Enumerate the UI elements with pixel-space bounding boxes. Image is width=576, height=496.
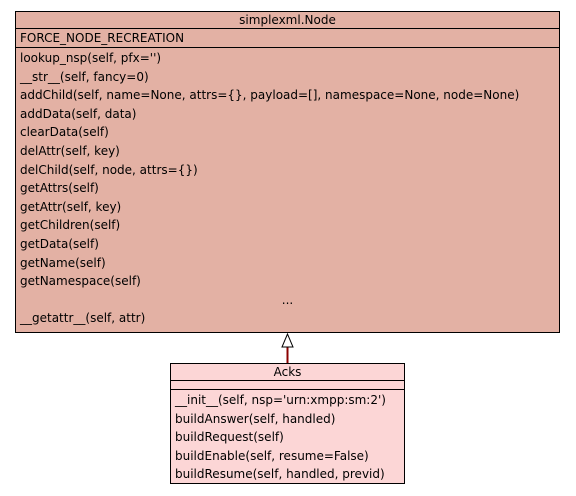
methods-section: __init__(self, nsp='urn:xmpp:sm:2') buil… bbox=[171, 390, 404, 484]
method-row: lookup_nsp(self, pfx='') bbox=[20, 51, 162, 65]
method-row: addChild(self, name=None, attrs={}, payl… bbox=[20, 88, 520, 103]
methods-section: lookup_nsp(self, pfx='') __str__(self, f… bbox=[16, 48, 559, 328]
method-row: delChild(self, node, attrs={}) bbox=[20, 162, 198, 177]
attribute-row: FORCE_NODE_RECREATION bbox=[20, 31, 185, 45]
class-node-simplexml-node: simplexml.Node FORCE_NODE_RECREATION loo… bbox=[15, 11, 560, 333]
method-ellipsis: ... bbox=[281, 292, 294, 307]
class-title: Acks bbox=[171, 364, 404, 381]
class-node-acks: Acks __init__(self, nsp='urn:xmpp:sm:2')… bbox=[170, 363, 405, 484]
method-row: getData(self) bbox=[20, 236, 99, 251]
method-row: getName(self) bbox=[20, 255, 106, 270]
method-row: getAttrs(self) bbox=[20, 181, 99, 196]
method-row: addData(self, data) bbox=[20, 106, 137, 121]
method-row: buildResume(self, handled, previd) bbox=[175, 467, 385, 482]
method-row: clearData(self) bbox=[20, 125, 109, 140]
method-row: getAttr(self, key) bbox=[20, 199, 122, 214]
method-row: getChildren(self) bbox=[20, 218, 121, 233]
method-row: getNamespace(self) bbox=[20, 274, 141, 289]
inheritance-arrowhead-icon bbox=[281, 332, 294, 348]
attributes-section bbox=[171, 381, 404, 390]
method-row: buildEnable(self, resume=False) bbox=[175, 448, 369, 463]
class-title: simplexml.Node bbox=[16, 12, 559, 29]
method-row: __str__(self, fancy=0) bbox=[20, 69, 149, 84]
method-row: buildAnswer(self, handled) bbox=[175, 411, 336, 426]
method-row: buildRequest(self) bbox=[175, 430, 284, 445]
method-row: __init__(self, nsp='urn:xmpp:sm:2') bbox=[175, 393, 386, 407]
method-row: __getattr__(self, attr) bbox=[20, 311, 146, 326]
attributes-section: FORCE_NODE_RECREATION bbox=[16, 29, 559, 48]
method-row: delAttr(self, key) bbox=[20, 143, 120, 158]
